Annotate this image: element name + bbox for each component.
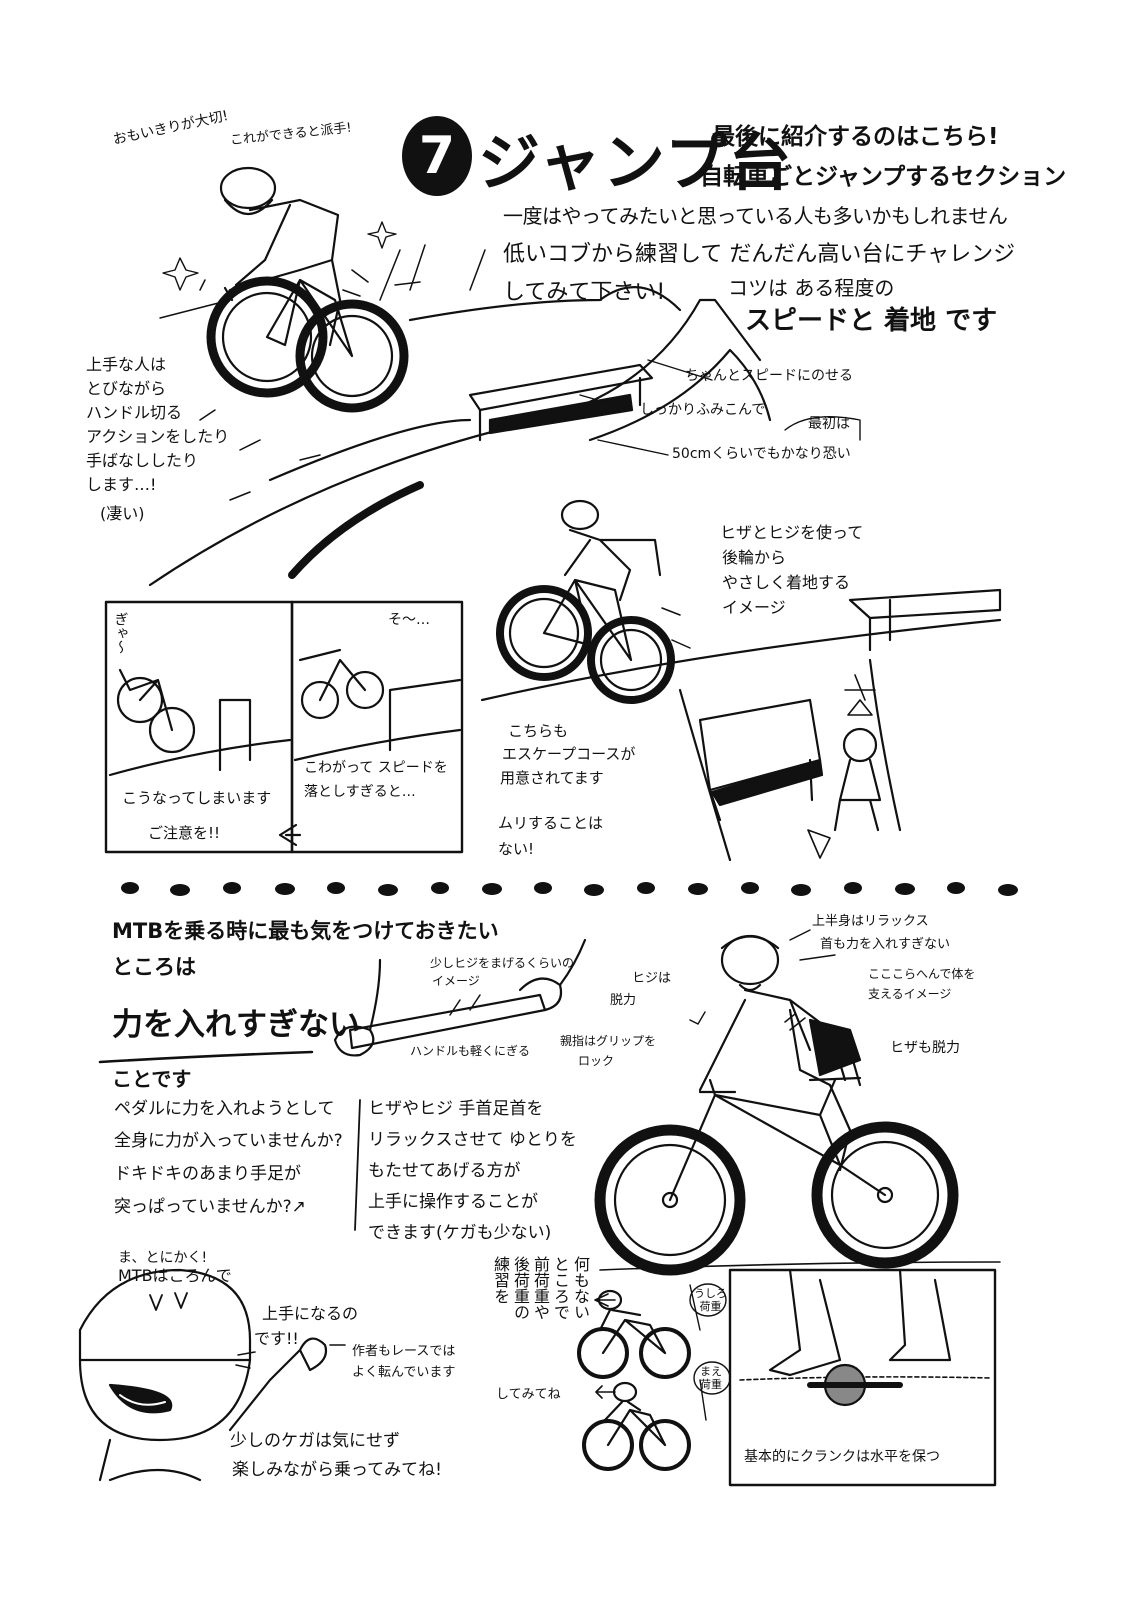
- weight-practice-line: ところで: [551, 1256, 570, 1320]
- handlebar-grip-illustration: [98, 938, 587, 1064]
- landing-note-1: ヒザとヒジを使って: [720, 523, 864, 542]
- rider-note-knee: ヒザも脱力: [890, 1040, 960, 1056]
- comic-panels: [104, 600, 464, 854]
- weight-practice-line: 練習を: [491, 1256, 510, 1304]
- rider-note-upper: 上半身はリラックス: [812, 914, 929, 929]
- intro-line-4: 低いコブから練習して だんだん高い台にチャレンジ: [503, 242, 1016, 267]
- jump-ramp-illustration: [148, 244, 861, 587]
- grip-note-handle: ハンドルも軽くにぎる: [410, 1044, 531, 1058]
- weight-practice-line: 何もない: [571, 1256, 590, 1320]
- left-note-7: (凄い): [100, 504, 145, 523]
- weight-practice-line: 後荷重の: [511, 1256, 530, 1320]
- grip-note-lock: ロック: [578, 1054, 615, 1068]
- weight-practice-line: 前荷重や: [531, 1256, 550, 1320]
- panel1-text-2: ご注意を!!: [148, 824, 221, 842]
- weight-practice-vertical: 何もないところで前荷重や後荷重の練習を: [490, 1256, 590, 1376]
- weight-practice-tail: してみてね: [496, 1387, 561, 1402]
- left-note-3: ハンドル切る: [86, 403, 183, 422]
- label-height: 50cmくらいでもかなり恐い: [672, 446, 851, 462]
- key-phrase: 力を入れすぎない: [112, 1007, 360, 1043]
- intro-line-1: 最後に紹介するのはこちら!: [712, 124, 999, 150]
- grip-note-image: イメージ: [432, 974, 480, 988]
- escape-note-3: 用意されてます: [500, 769, 604, 787]
- answer-line-3: もたせてあげる方が: [368, 1161, 521, 1181]
- answer-line-1: ヒザやヒジ 手首足首を: [368, 1099, 544, 1119]
- question-line-3: ドキドキのあまり手足が: [114, 1164, 301, 1184]
- question-line-4: 突っぱっていませんか?↗: [114, 1197, 306, 1217]
- label-first: 最初は: [808, 416, 850, 432]
- jumping-rider-illustration: [159, 166, 421, 413]
- panel2-text-2: 落としすぎると…: [304, 784, 416, 800]
- escape-course-illustration: [678, 658, 902, 862]
- intro-line-5: してみて下さい!: [503, 280, 666, 305]
- answer-line-4: 上手に操作することが: [368, 1192, 538, 1212]
- rider-note-neck: 首も力を入れすぎない: [820, 937, 951, 952]
- tip-line-1: コツは ある程度の: [728, 276, 895, 300]
- left-note-4: アクションをしたり: [86, 427, 230, 446]
- panel2-sfx: そ〜…: [388, 612, 430, 628]
- landing-note-2: 後輪から: [722, 548, 787, 567]
- escape-note-2: エスケープコースが: [502, 745, 636, 763]
- tip-line-2: スピードと 着地 です: [745, 306, 998, 336]
- intro-line-2: 自転車ごとジャンプするセクション: [700, 164, 1067, 190]
- rider-note-elbow-2: 脱力: [610, 993, 637, 1008]
- closing-line-4: です!!: [254, 1329, 299, 1348]
- left-note-5: 手ばなししたり: [86, 451, 199, 470]
- question-line-1: ペダルに力を入れようとして: [114, 1099, 335, 1119]
- closing-author: 作者もレースでは: [352, 1344, 456, 1359]
- panel1-sfx: ぎゃ〜: [112, 612, 129, 654]
- closing-author-2: よく転んでいます: [352, 1365, 456, 1380]
- key-phrase-end: ことです: [112, 1067, 192, 1091]
- mtb-heading: MTBを乗る時に最も気をつけておきたい: [112, 919, 499, 943]
- dotted-divider: [121, 882, 1018, 896]
- weight-front-label: まえ 荷重: [700, 1365, 722, 1391]
- mtb-heading-2: ところは: [112, 955, 196, 979]
- column-divider: [354, 1099, 361, 1231]
- no-force-2: ない!: [498, 840, 535, 858]
- left-note-6: します…!: [86, 475, 157, 494]
- closing-hurt: 少しのケガは気にせず: [230, 1431, 400, 1451]
- question-line-2: 全身に力が入っていませんか?: [114, 1131, 343, 1151]
- panel1-text-1: こうなってしまいます: [122, 789, 272, 807]
- rider-note-hip-2: 支えるイメージ: [868, 987, 952, 1001]
- closing-line-3: 上手になるの: [262, 1304, 359, 1323]
- left-note-1: 上手な人は: [86, 355, 167, 374]
- closing-line-1: ま、とにかく!: [118, 1250, 208, 1266]
- landing-note-4: イメージ: [722, 598, 786, 617]
- author-cheering-illustration: [78, 1268, 346, 1482]
- mtb-rider-illustration: [594, 929, 1001, 1276]
- no-force-1: ムリすることは: [498, 814, 604, 832]
- label-stomp: しっかりふみこんで: [640, 402, 766, 418]
- crank-note: 基本的にクランクは水平を保つ: [744, 1449, 940, 1465]
- answer-line-5: できます(ケガも少ない): [368, 1223, 552, 1243]
- escape-note-1: こちらも: [508, 722, 569, 740]
- intro-line-3: 一度はやってみたいと思っている人も多いかもしれません: [503, 204, 1008, 228]
- label-speed: ちゃんとスピードにのせる: [685, 368, 853, 384]
- left-note-2: とびながら: [86, 379, 167, 398]
- closing-enjoy: 楽しみながら乗ってみてね!: [232, 1460, 442, 1480]
- panel2-text-1: こわがって スピードを: [304, 760, 448, 776]
- rider-note-hip: こここらへんで体を: [868, 967, 976, 981]
- section-number-badge: 7: [402, 116, 472, 196]
- weight-rear-label: うしろ 荷重: [694, 1287, 727, 1313]
- grip-note-thumb: 親指はグリップを: [560, 1034, 657, 1048]
- landing-rider-illustration: [480, 499, 1002, 704]
- closing-line-2: MTBはころんで: [118, 1266, 232, 1285]
- landing-note-3: やさしく着地する: [722, 573, 851, 592]
- crank-level-illustration: [728, 1268, 997, 1487]
- grip-note-bend: 少しヒジをまげるくらいの: [430, 956, 575, 970]
- section-title: ジャンプ台: [478, 126, 794, 199]
- rider-note-elbow: ヒジは: [632, 971, 672, 986]
- answer-line-2: リラックスさせて ゆとりを: [368, 1130, 577, 1150]
